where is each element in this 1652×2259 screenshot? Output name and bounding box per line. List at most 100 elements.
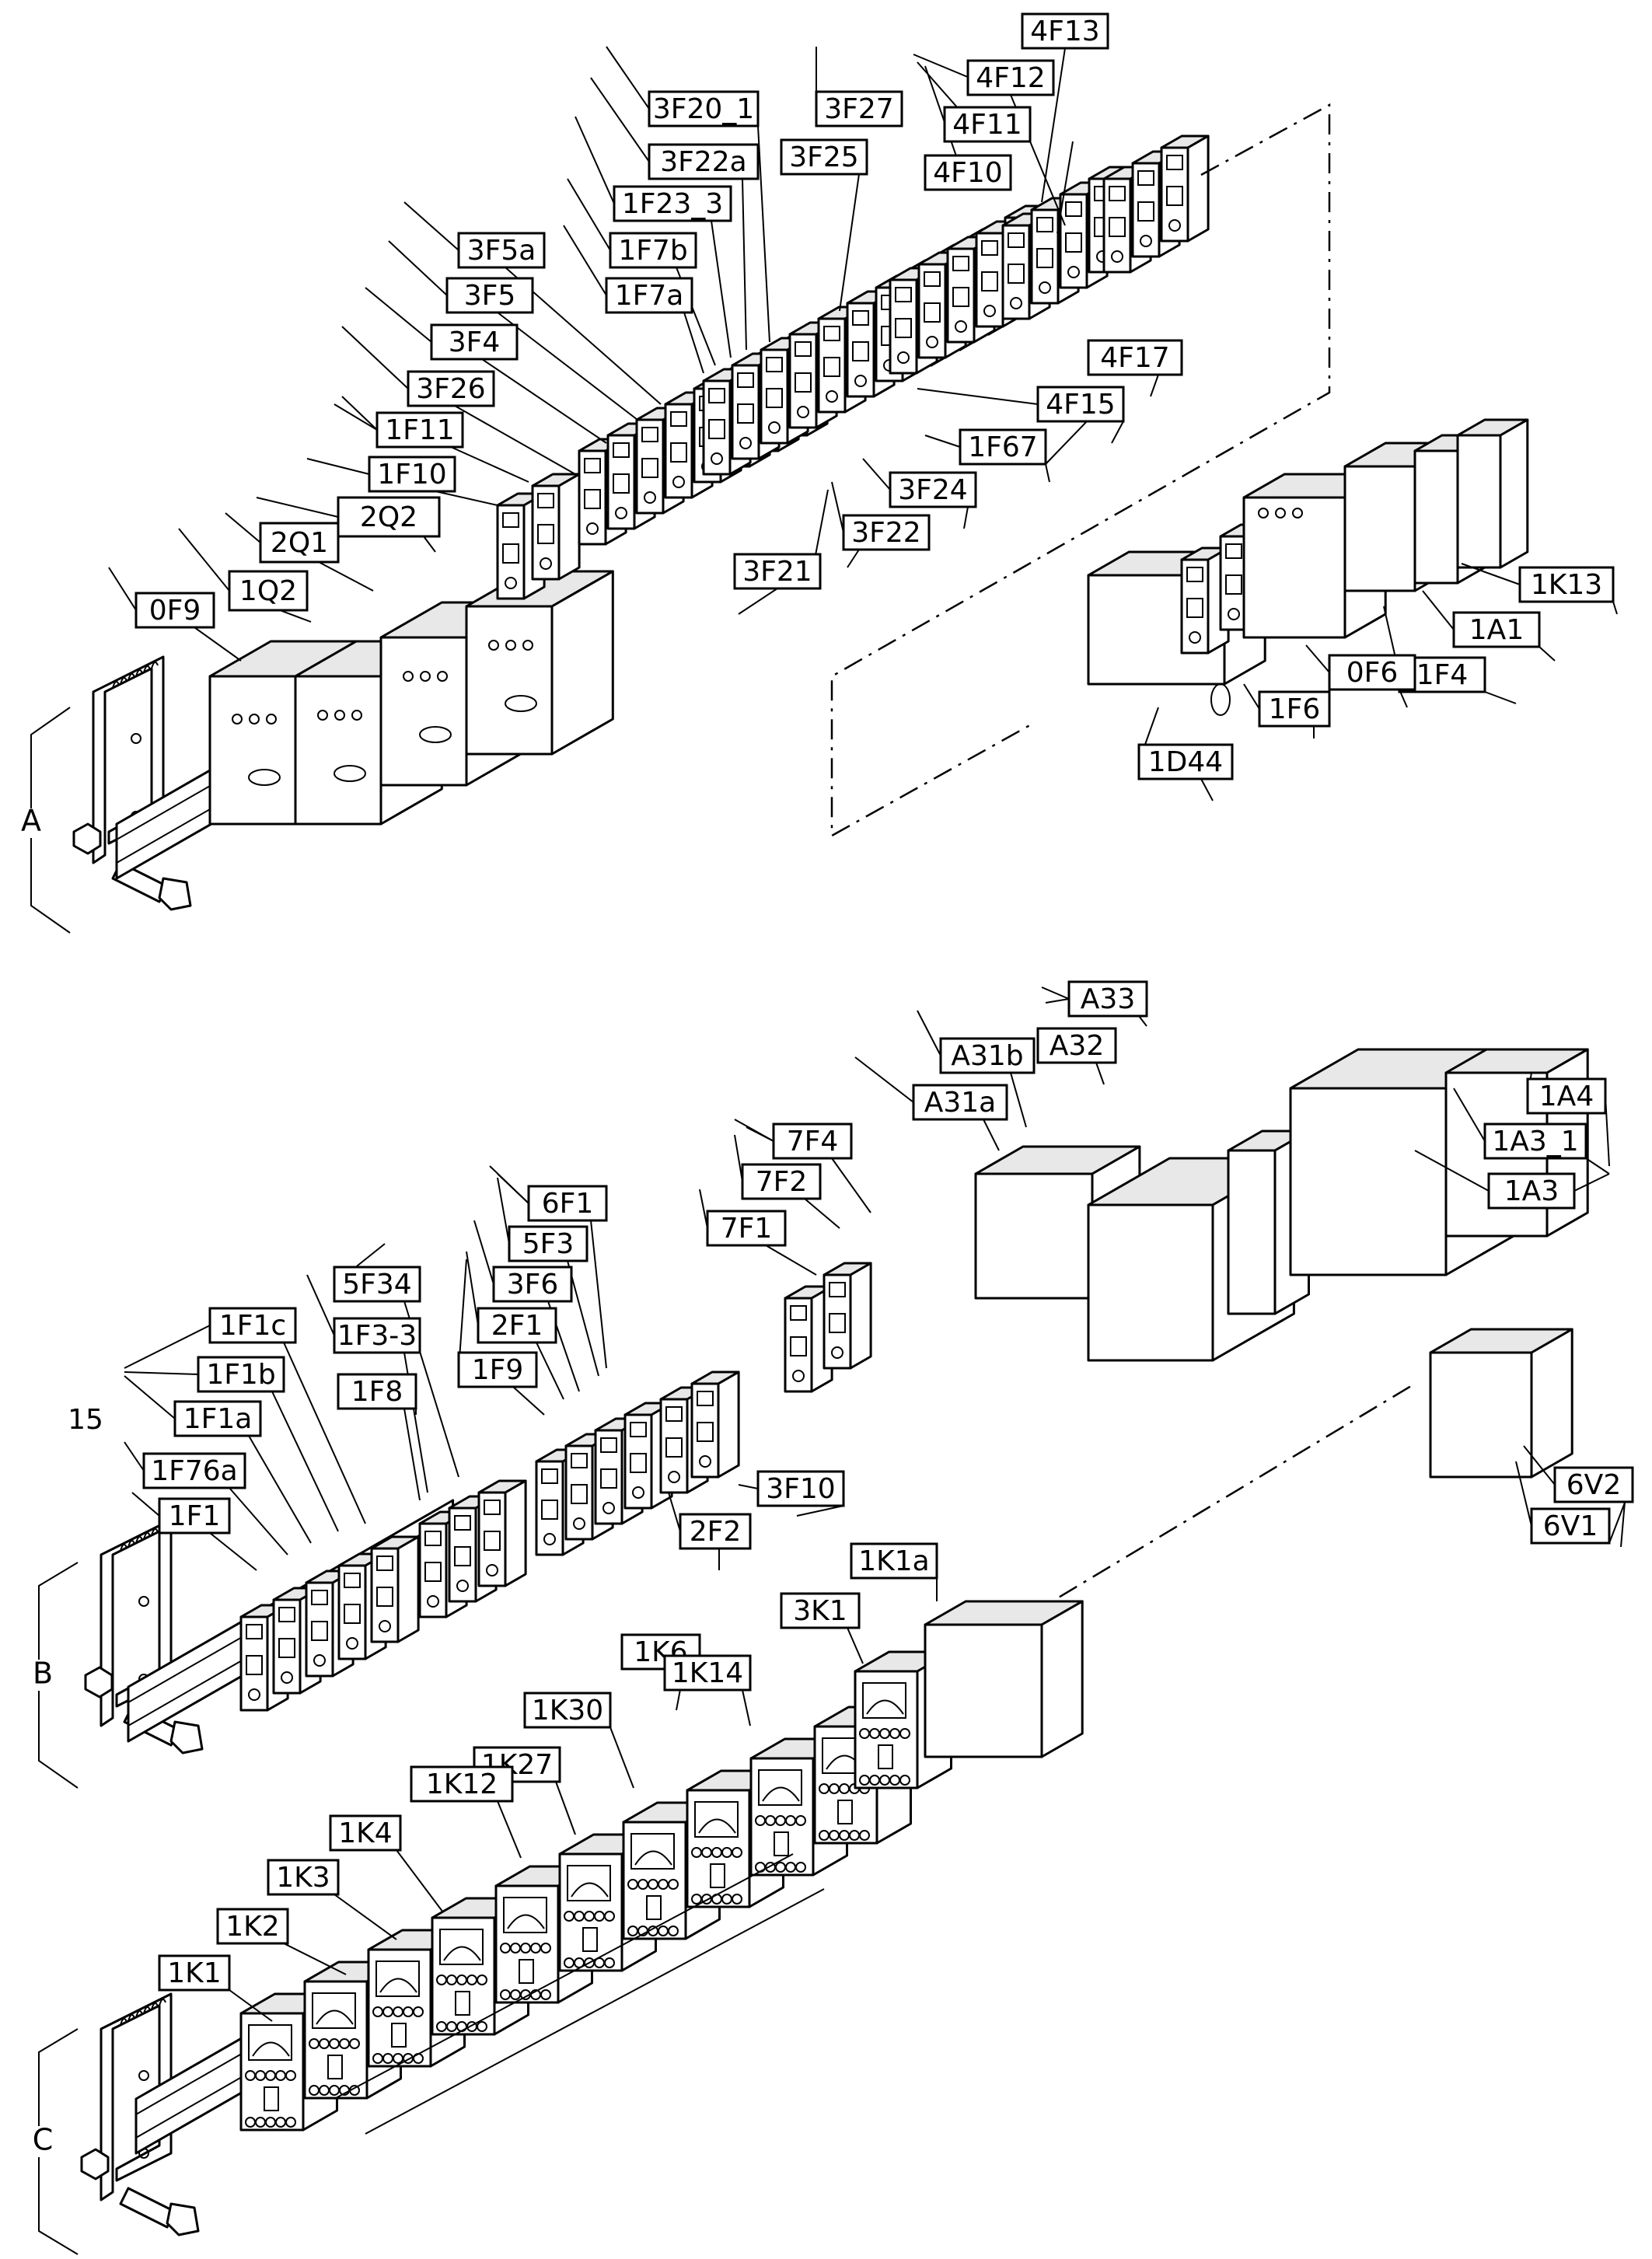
part-label: 4F10: [924, 154, 1012, 191]
label-frame: [492, 1266, 573, 1303]
leader-line: [847, 1627, 864, 1664]
leader-line: [746, 1126, 774, 1142]
label-text: 1F1a: [183, 1403, 253, 1435]
leader-line: [738, 588, 778, 615]
leader-line: [512, 1386, 545, 1416]
label-frame: [410, 1765, 514, 1803]
leader-line: [229, 1487, 288, 1555]
leader-line: [403, 201, 459, 251]
leader-line: [1515, 1461, 1532, 1527]
label-text: 1A3_1: [1492, 1126, 1578, 1157]
leader-line: [225, 512, 261, 543]
label-text: 1F8: [351, 1376, 403, 1408]
label-text: 3F22a: [660, 146, 746, 178]
leader-line: [1585, 1157, 1610, 1175]
label-frame: [1487, 1172, 1576, 1210]
part-label: 3F22: [842, 514, 931, 551]
leader-line: [606, 46, 650, 110]
part-label: 1K3: [267, 1859, 340, 1896]
label-text: 5F34: [342, 1269, 411, 1301]
part-label: 1F11: [375, 411, 464, 449]
part-label: 3F10: [756, 1470, 845, 1507]
part-label: 1K1: [158, 1954, 231, 1992]
group-bracket: [38, 2028, 79, 2255]
leader-line: [563, 225, 607, 296]
leader-line: [757, 125, 770, 343]
group-bracket: [38, 1562, 79, 1789]
leader-line: [435, 491, 498, 506]
leader-line: [229, 1989, 273, 2022]
leader-line: [423, 536, 436, 553]
part-label: 3K1: [780, 1592, 861, 1629]
label-frame: [134, 592, 215, 629]
leader-line: [683, 312, 704, 374]
label-frame: [208, 1307, 297, 1344]
label-frame: [1067, 980, 1148, 1018]
label-frame: [924, 154, 1012, 191]
part-label: 1F67: [959, 428, 1047, 466]
leader-line: [1045, 463, 1050, 483]
part-label: 1F1: [158, 1497, 231, 1535]
label-text: 1F9: [472, 1354, 524, 1386]
leader-line: [473, 1220, 494, 1285]
label-text: 1Q2: [239, 575, 297, 607]
part-label: 2Q2: [337, 496, 441, 538]
label-frame: [333, 1317, 421, 1354]
label-text: 1F67: [968, 431, 1037, 463]
label-text: 1D44: [1148, 746, 1223, 778]
leader-line: [1041, 986, 1070, 1000]
label-text: 0F9: [149, 595, 201, 627]
label-text: 1F10: [377, 459, 446, 491]
label-frame: [407, 370, 495, 407]
part-label: 1K2: [216, 1908, 289, 1945]
label-frame: [337, 1373, 417, 1410]
label-text: 0F6: [1346, 657, 1399, 689]
part-label: 1F1b: [197, 1356, 285, 1393]
label-frame: [333, 1266, 421, 1303]
leader-line: [124, 1371, 199, 1375]
group-letter: B: [33, 1657, 53, 1691]
part-label: 0F9: [134, 592, 215, 629]
part-label: 1F3-3: [333, 1317, 421, 1354]
label-text: 3F22: [851, 517, 920, 549]
label-frame: [158, 1497, 231, 1535]
part-label: 1F76a: [142, 1452, 246, 1489]
leader-line: [1111, 421, 1124, 444]
group-bracket: [30, 707, 71, 934]
label-frame: [613, 185, 732, 222]
label-frame: [889, 471, 977, 508]
label-text: 1A4: [1539, 1081, 1594, 1112]
label-text: 4F11: [952, 109, 1022, 141]
leader-line: [283, 1342, 366, 1524]
label-text: 1F1c: [219, 1310, 286, 1342]
label-frame: [1483, 1123, 1587, 1160]
part-label: 1F23_3: [613, 185, 732, 222]
label-frame: [142, 1452, 246, 1489]
label-text: 3F5: [464, 280, 516, 312]
item-number: 15: [68, 1404, 103, 1436]
label-frame: [605, 277, 693, 314]
leader-line: [256, 497, 339, 518]
part-label: 3F4: [430, 323, 519, 361]
leader-line: [1150, 374, 1159, 397]
part-label: 3F26: [407, 370, 495, 407]
label-text: 4F17: [1100, 342, 1169, 374]
leader-line: [765, 1245, 817, 1276]
leader-line: [1523, 1445, 1556, 1486]
group-letter: C: [33, 2123, 54, 2157]
leader-line: [1095, 1062, 1105, 1085]
label-text: 3F10: [766, 1473, 835, 1505]
leader-line: [734, 1134, 743, 1182]
leader-line: [1243, 683, 1260, 710]
part-label: 1F9: [457, 1351, 538, 1388]
leader-line: [917, 388, 1039, 405]
label-frame: [329, 1814, 402, 1852]
leader-line: [854, 1056, 914, 1103]
leader-line: [341, 326, 409, 389]
label-text: 3K1: [793, 1595, 847, 1627]
part-label: 7F1: [706, 1210, 787, 1247]
label-text: 1K3: [276, 1862, 330, 1894]
label-frame: [1021, 12, 1109, 50]
label-text: 3F27: [824, 93, 893, 125]
label-frame: [1137, 743, 1234, 780]
